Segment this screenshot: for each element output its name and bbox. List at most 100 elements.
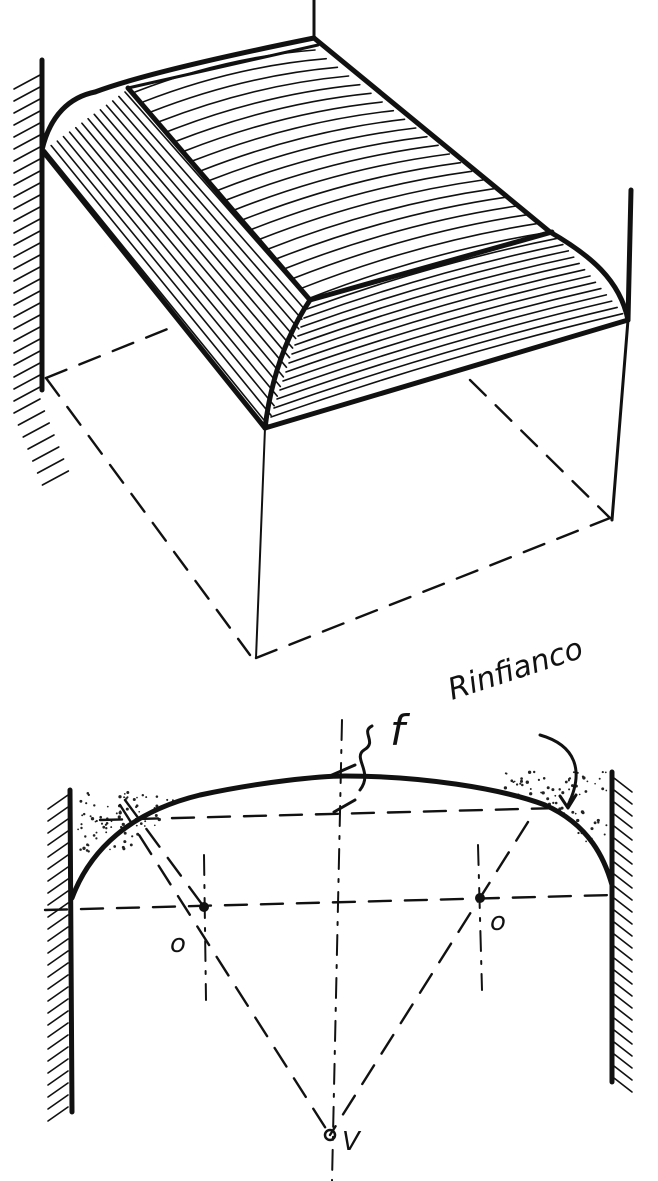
vault-hatch-line [175, 92, 372, 142]
wall-hatch-line [613, 1005, 633, 1021]
stipple-dot [603, 833, 606, 836]
stipple-dot [123, 792, 126, 795]
vault-hatch-line [209, 127, 417, 182]
wall-hatch-line [13, 86, 41, 102]
wall-hatch-line [613, 825, 633, 841]
label-o-left: o [170, 929, 186, 959]
stipple-dot [513, 780, 516, 783]
stipple-dot [84, 835, 87, 838]
wall-hatch-line [13, 206, 41, 222]
wall-hatch-line [27, 434, 55, 450]
vault-hatch-line [294, 262, 580, 346]
wall-hatch-line [47, 986, 69, 1002]
stipple-dot [594, 782, 596, 785]
stipple-dot [105, 821, 109, 825]
wall-hatch-line [13, 146, 41, 162]
stipple-dot [85, 849, 89, 852]
stipple-dot [166, 798, 169, 801]
wall-hatch-line [41, 470, 70, 486]
stipple-dot [558, 788, 561, 791]
stipple-dot [89, 815, 92, 818]
stipple-dot [123, 840, 127, 844]
stipple-dot [503, 786, 508, 790]
vault-hatch-line [309, 231, 551, 299]
stipple-dot [604, 771, 607, 774]
vault-hatch-line [282, 287, 602, 382]
arch-section: f Rinfianco o o V [43, 631, 633, 1181]
arrow-icon [558, 793, 578, 810]
front-pillar [255, 427, 266, 659]
stipple-dot [126, 791, 130, 794]
stipple-dot [525, 780, 529, 784]
vault-hatch-line [56, 140, 275, 407]
label-o-right: o [490, 907, 506, 937]
stipple-dot [601, 787, 605, 791]
stipple-dot [132, 797, 136, 802]
wall-hatch-line [36, 458, 65, 474]
vault-hatch-line [275, 196, 507, 260]
wall-hatch-line [13, 182, 41, 198]
stipple-dot [82, 846, 86, 850]
wall-hatch-line [13, 338, 41, 354]
wall-hatch-line [47, 1106, 69, 1122]
stipple-dot [95, 819, 98, 823]
vault-hatch-line [99, 109, 297, 340]
wall-hatch-line [613, 945, 633, 961]
stipple-dot [598, 777, 601, 780]
vault-hatch-line [87, 117, 291, 359]
vault-hatch-line [234, 153, 451, 211]
axonometric-vault [13, 0, 634, 660]
stipple-dot [596, 818, 600, 822]
wall-hatch-line [13, 242, 41, 258]
vault-hatch-line [306, 237, 559, 310]
stipple-dot [90, 817, 95, 821]
stipple-dot [542, 777, 546, 780]
stipple-dot [85, 802, 88, 805]
wall-hatch-line [47, 950, 69, 966]
wall-hatch-line [13, 326, 41, 342]
vault-hatch-line [200, 118, 406, 172]
wall-hatch-line [47, 890, 69, 906]
stipple-dot [585, 840, 587, 843]
stipple-dot [574, 812, 577, 815]
stipple-dot [593, 821, 597, 825]
vault-hatch-line [300, 250, 570, 328]
vault-hatch-line [93, 113, 294, 349]
stipple-dot [510, 779, 514, 783]
wall-hatch-line [47, 1094, 69, 1110]
wall-hatch-line [47, 854, 69, 870]
vault-left-hatching [44, 91, 309, 426]
wall-hatch-line [13, 134, 41, 150]
stipple-dot [540, 791, 543, 794]
stipple-dot [131, 835, 134, 838]
vault-outline [39, 35, 631, 431]
wall-hatch-line [13, 74, 41, 90]
wall-hatch-line [613, 909, 633, 925]
stipple-dot [99, 815, 102, 819]
vault-hatch-line [150, 66, 339, 113]
wall-hatch-line [13, 170, 41, 186]
vault-front-hatching [270, 237, 624, 418]
stipple-dot [123, 831, 127, 835]
stipple-dot [605, 824, 608, 827]
vault-hatch-line [273, 306, 618, 409]
wall-hatch-line [47, 794, 69, 810]
vault-hatch-line [288, 275, 591, 364]
stipple-dot [129, 843, 133, 847]
wall-hatch-line [613, 849, 633, 865]
stipple-dot [560, 806, 564, 810]
stipple-dot [136, 796, 138, 799]
center-o-right [475, 893, 485, 903]
wall-hatch-line [13, 290, 41, 306]
stipple-dot [572, 771, 575, 774]
wall-hatch-line [47, 1010, 69, 1026]
stipple-dot [145, 796, 148, 799]
left-radius [118, 803, 332, 1137]
stipple-dot [118, 795, 122, 799]
vault-hatch-line [242, 161, 462, 221]
stipple-dot [117, 815, 121, 819]
wall-hatch-line [47, 842, 69, 858]
wall-hatch-line [47, 938, 69, 954]
wall-hatch-line [613, 837, 633, 853]
stipple-dot [141, 793, 145, 797]
